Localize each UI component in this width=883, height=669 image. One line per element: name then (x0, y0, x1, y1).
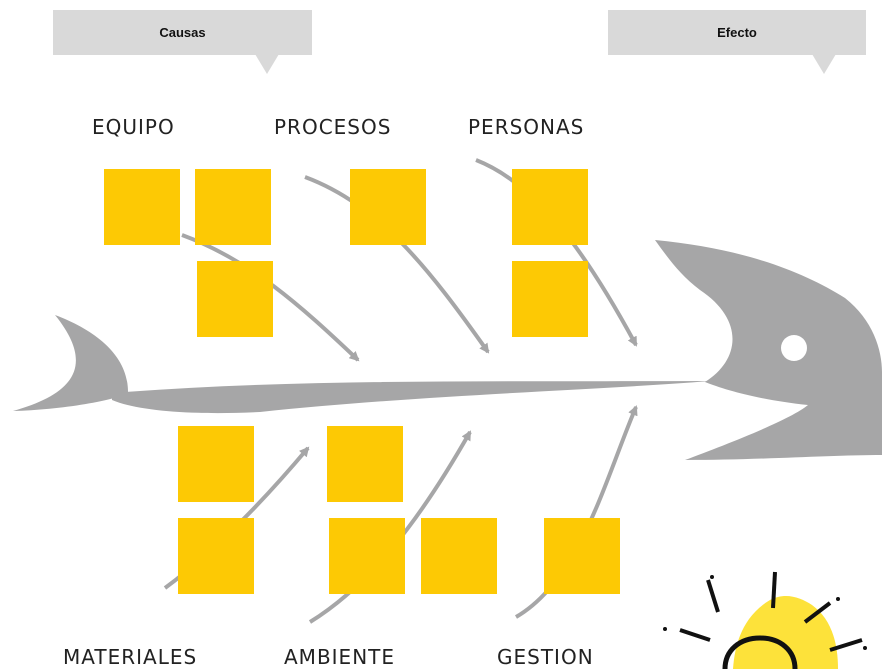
fish-spine (112, 381, 710, 414)
causes-label: Causas (159, 25, 206, 40)
sticky-note (104, 169, 180, 245)
category-procesos: PROCESOS (274, 115, 392, 139)
category-gestion: GESTION (497, 645, 594, 669)
fish-head (655, 240, 882, 460)
fish-eye (781, 335, 807, 361)
lightbulb-icon (663, 571, 867, 669)
category-materiales: MATERIALES (63, 645, 198, 669)
sticky-note (178, 518, 254, 594)
fish-tail (13, 315, 128, 411)
sticky-note (421, 518, 497, 594)
category-personas: PERSONAS (468, 115, 585, 139)
category-equipo: EQUIPO (92, 115, 175, 139)
effect-callout-tail (812, 54, 836, 74)
sticky-note (329, 518, 405, 594)
sticky-note (327, 426, 403, 502)
sticky-note (197, 261, 273, 337)
category-ambiente: AMBIENTE (284, 645, 396, 669)
sticky-note (512, 169, 588, 245)
causes-callout-tail (255, 54, 279, 74)
sticky-note (195, 169, 271, 245)
sticky-note (350, 169, 426, 245)
sticky-note (544, 518, 620, 594)
bone-equipo (181, 233, 360, 362)
causes-callout: Causas (53, 10, 312, 74)
effect-callout: Efecto (608, 10, 866, 74)
effect-label: Efecto (717, 25, 757, 40)
sticky-note (178, 426, 254, 502)
sticky-note (512, 261, 588, 337)
